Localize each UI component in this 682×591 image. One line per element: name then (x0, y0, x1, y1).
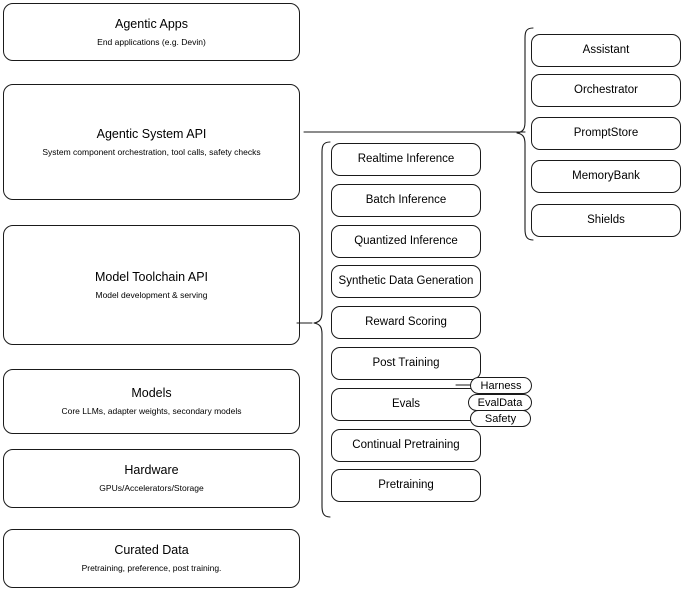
layer-title: Agentic System API (96, 126, 207, 141)
capability-batch-inference[interactable]: Batch Inference (331, 184, 481, 217)
capability-label: Evals (391, 398, 421, 411)
connector-system-api-to-components (303, 120, 531, 144)
capability-label: Post Training (372, 357, 440, 370)
component-label: PromptStore (573, 127, 639, 140)
layer-models[interactable]: Models Core LLMs, adapter weights, secon… (3, 369, 300, 434)
layer-curated-data[interactable]: Curated Data Pretraining, preference, po… (3, 529, 300, 588)
capability-pretraining[interactable]: Pretraining (331, 469, 481, 502)
layer-title: Hardware (124, 463, 179, 478)
capability-post-training[interactable]: Post Training (331, 347, 481, 380)
layer-subtitle: Model development & serving (95, 289, 208, 300)
capability-realtime-inference[interactable]: Realtime Inference (331, 143, 481, 176)
capability-label: Batch Inference (365, 194, 447, 207)
component-shields[interactable]: Shields (531, 204, 681, 237)
layer-subtitle: Core LLMs, adapter weights, secondary mo… (61, 406, 242, 416)
capability-label: Quantized Inference (354, 235, 458, 248)
layer-hardware[interactable]: Hardware GPUs/Accelerators/Storage (3, 449, 300, 508)
layer-model-toolchain-api[interactable]: Model Toolchain API Model development & … (3, 225, 300, 345)
layer-title: Curated Data (114, 543, 189, 558)
layer-agentic-apps[interactable]: Agentic Apps End applications (e.g. Devi… (3, 3, 300, 61)
capability-label: Realtime Inference (357, 153, 455, 166)
component-promptstore[interactable]: PromptStore (531, 117, 681, 150)
component-label: Orchestrator (574, 84, 638, 97)
layer-subtitle: System component orchestration, tool cal… (42, 146, 261, 157)
brace-toolchain-capabilities (306, 138, 332, 524)
eval-badge-label: Safety (484, 412, 517, 425)
component-label: Assistant (582, 44, 630, 57)
eval-badge-label: EvalData (477, 396, 523, 409)
layer-subtitle: End applications (e.g. Devin) (97, 36, 206, 47)
component-assistant[interactable]: Assistant (531, 34, 681, 67)
component-label: MemoryBank (572, 170, 640, 183)
capability-label: Continual Pretraining (352, 439, 460, 452)
layer-agentic-system-api[interactable]: Agentic System API System component orch… (3, 84, 300, 200)
eval-badge-label: Harness (480, 379, 522, 392)
component-label: Shields (587, 214, 625, 227)
layer-subtitle: Pretraining, preference, post training. (81, 563, 222, 573)
capability-label: Synthetic Data Generation (338, 275, 474, 288)
component-orchestrator[interactable]: Orchestrator (531, 74, 681, 107)
eval-badge-evaldata[interactable]: EvalData (468, 394, 532, 411)
capability-label: Pretraining (378, 479, 434, 492)
layer-title: Model Toolchain API (94, 269, 209, 284)
capability-evals[interactable]: Evals (331, 388, 481, 421)
capability-reward-scoring[interactable]: Reward Scoring (331, 306, 481, 339)
capability-synthetic-data-generation[interactable]: Synthetic Data Generation (331, 265, 481, 298)
capability-label: Reward Scoring (365, 316, 447, 329)
layer-subtitle: GPUs/Accelerators/Storage (99, 483, 204, 493)
component-memorybank[interactable]: MemoryBank (531, 160, 681, 193)
layer-title: Agentic Apps (115, 16, 188, 31)
eval-badge-harness[interactable]: Harness (470, 377, 532, 394)
capability-quantized-inference[interactable]: Quantized Inference (331, 225, 481, 258)
capability-continual-pretraining[interactable]: Continual Pretraining (331, 429, 481, 462)
layer-title: Models (131, 386, 172, 401)
eval-badge-safety[interactable]: Safety (470, 410, 531, 427)
